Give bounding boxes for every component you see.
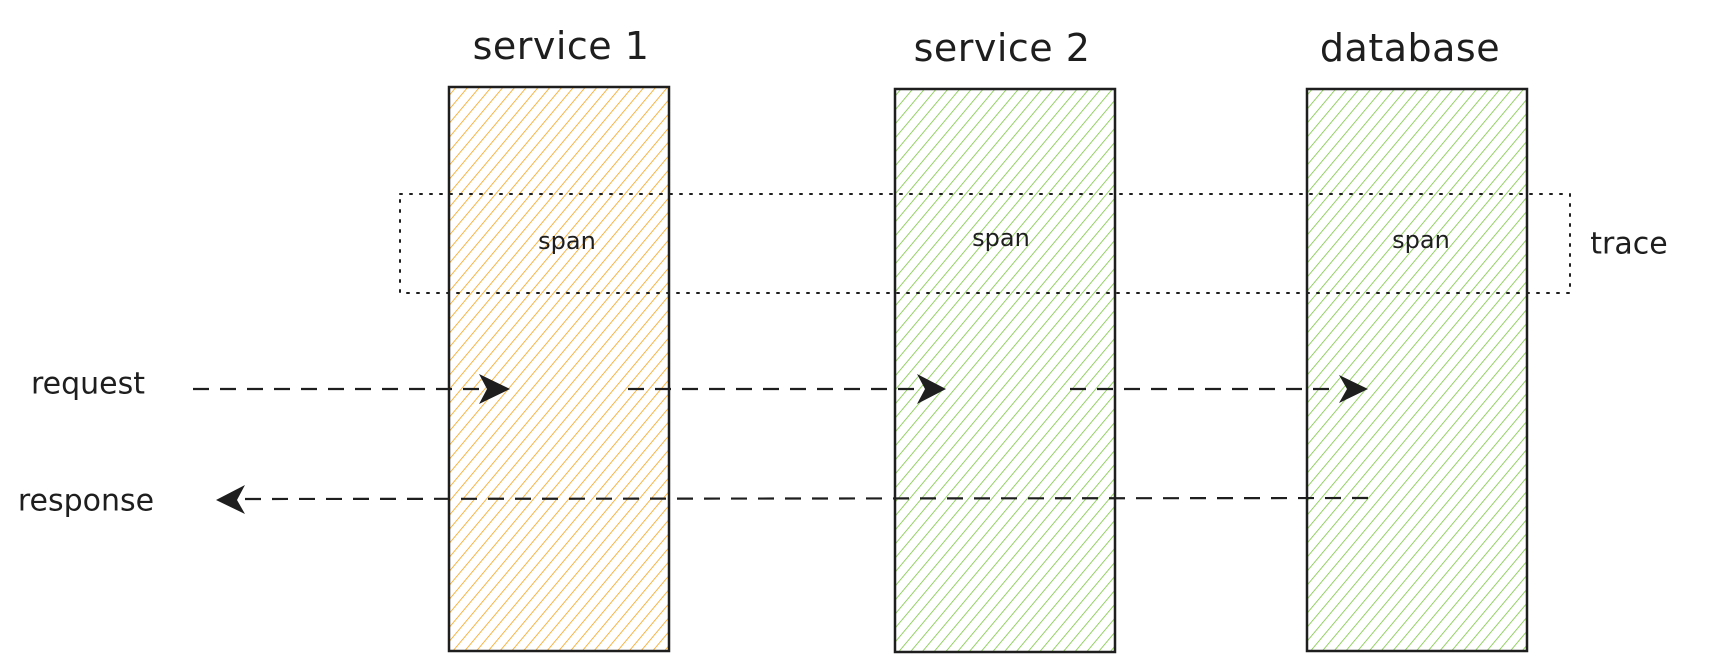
request-arrow-2 [628, 374, 946, 404]
request-arrow-3 [1070, 375, 1368, 403]
response-arrow [216, 485, 1373, 514]
service-2-box[interactable] [893, 87, 1117, 654]
trace-box[interactable] [399, 193, 1571, 294]
service-1-box[interactable] [447, 85, 671, 653]
request-arrow-1 [193, 374, 510, 404]
database-box[interactable] [1305, 87, 1529, 653]
